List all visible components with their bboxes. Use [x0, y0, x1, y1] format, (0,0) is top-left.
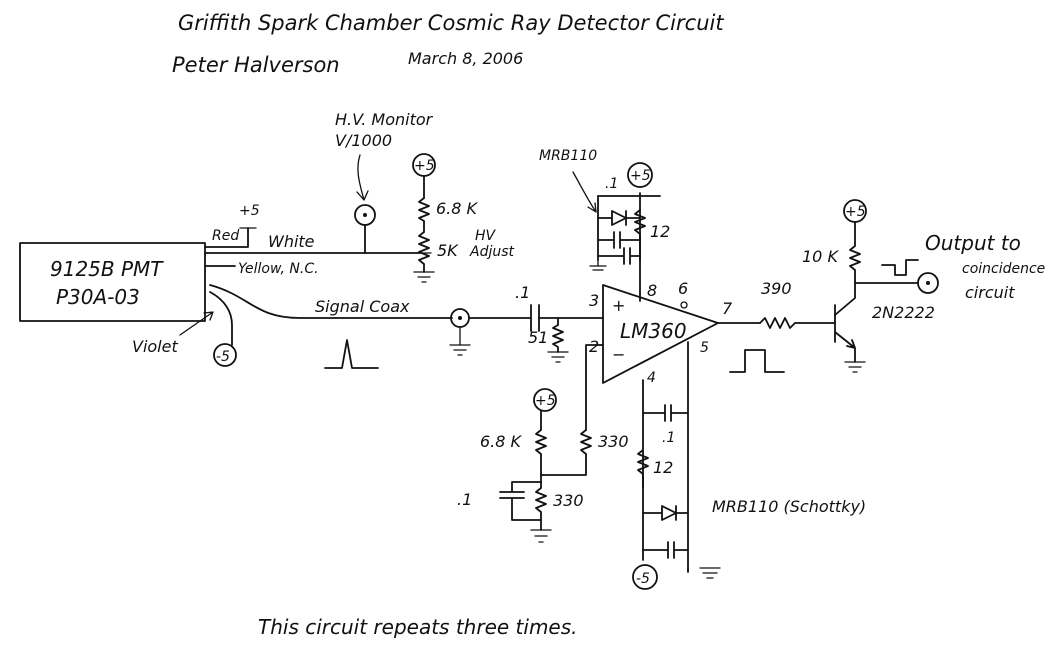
diode-bottom-label: MRB110 (Schottky)	[712, 497, 866, 516]
bottom-low-capacitor	[642, 541, 689, 559]
minus5-label-left: -5	[216, 349, 230, 365]
output-resistor-label: 390	[761, 279, 792, 298]
top-diode	[597, 210, 641, 226]
hv-monitor-arrow	[356, 154, 369, 201]
comparator-minus: −	[612, 345, 625, 364]
transistor-label: 2N2222	[872, 303, 935, 322]
hv-monitor-label-2: V/1000	[335, 131, 392, 150]
output-pulse-waveform	[729, 349, 785, 373]
plus5-terminal-bias	[533, 388, 557, 412]
pin-5-label: 5	[700, 340, 709, 356]
pin-7-label: 7	[722, 299, 733, 318]
diode-top-label: MRB110	[539, 148, 597, 164]
violet-wire	[209, 291, 233, 346]
top-decoupling-capacitor	[597, 231, 641, 249]
violet-arrow	[179, 311, 214, 336]
hv-resistor	[418, 197, 430, 233]
pin-6-label: 6	[678, 279, 688, 298]
bias-capacitor-label: .1	[457, 490, 472, 509]
transistor-collector	[834, 279, 856, 316]
collector-resistor-label: 10 K	[802, 247, 839, 266]
bottom-resistor-label: 12	[653, 458, 673, 477]
top-resistor-label: 12	[650, 222, 670, 241]
pin-2-label: 2	[589, 337, 599, 356]
top-ground	[589, 259, 607, 271]
minus5-terminal-bottom	[632, 564, 658, 590]
comparator-plus: +	[612, 296, 625, 315]
author-name: Peter Halverson	[172, 53, 340, 77]
coax-ground-symbol	[449, 327, 471, 356]
output-connector	[917, 272, 939, 294]
bias-ground	[530, 529, 552, 543]
input-capacitor-label: .1	[515, 283, 530, 302]
collector-resistor	[849, 221, 861, 281]
output-connector-core	[926, 281, 930, 285]
transistor-ground	[844, 361, 866, 373]
diode-top-arrow	[572, 171, 597, 213]
diagram-title: Griffith Spark Chamber Cosmic Ray Detect…	[178, 11, 724, 35]
transistor-emitter	[834, 331, 856, 363]
bottom-top-capacitor	[642, 404, 689, 422]
top-decoupling-resistor	[634, 209, 646, 261]
pin-3-label: 3	[589, 291, 599, 310]
hv-adjust-label-2: Adjust	[469, 244, 515, 260]
pot-value-label: 5K	[437, 241, 459, 260]
pin-6-dot	[680, 301, 688, 309]
signal-coax-label: Signal Coax	[315, 297, 410, 316]
top-cap-label: .1	[605, 176, 618, 192]
plus5-terminal-top	[627, 162, 653, 188]
input-resistor	[540, 429, 592, 476]
bottom-diode	[642, 505, 689, 521]
output-negative-pulse	[881, 259, 919, 276]
output-label-3: circuit	[965, 283, 1015, 302]
bias-capacitor	[499, 481, 542, 521]
signal-coax	[209, 284, 453, 319]
footer-note: This circuit repeats three times.	[258, 615, 578, 639]
hv-monitor-core	[363, 213, 367, 217]
bottom-ground	[687, 567, 721, 579]
violet-wire-label: Violet	[132, 337, 178, 356]
bias-bottom-resistor-label: 330	[553, 491, 584, 510]
hv-potentiometer	[418, 231, 430, 273]
comparator-name: LM360	[620, 319, 687, 343]
white-wire-label: White	[268, 232, 315, 251]
plus5-label-top: +5	[630, 168, 651, 184]
bias-top-resistor	[535, 410, 547, 476]
bottom-cap-label: .1	[662, 430, 675, 446]
output-label-2: coincidence	[962, 261, 1045, 277]
hv-monitor-label-1: H.V. Monitor	[335, 110, 434, 129]
plus5-label-bias: +5	[535, 393, 556, 409]
termination-resistor	[552, 317, 564, 353]
bottom-decoupling-resistor	[637, 449, 649, 489]
pin-8-label: 8	[647, 281, 657, 300]
pulse-waveform	[324, 339, 379, 369]
output-resistor	[759, 317, 836, 329]
minus5-terminal-left	[213, 343, 237, 367]
yellow-wire-label: Yellow, N.C.	[238, 261, 319, 277]
red-wire	[204, 227, 257, 248]
hv-adjust-label-1: HV	[475, 228, 497, 244]
bias-bottom-resistor	[535, 474, 547, 531]
bias-top-resistor-label: 6.8 K	[480, 432, 523, 451]
minus5-label-bottom: -5	[636, 571, 650, 587]
top-aux-capacitor	[597, 247, 641, 265]
output-label-1: Output to	[925, 231, 1021, 255]
pmt-box	[19, 242, 206, 322]
date-label: March 8, 2006	[408, 49, 523, 68]
plus5-label-collector: +5	[845, 204, 866, 220]
comparator-lm360	[602, 284, 719, 384]
pmt-label-2: P30A-03	[56, 285, 140, 309]
pmt-label-1: 9125B PMT	[50, 257, 164, 281]
coax-connector-core	[458, 316, 462, 320]
input-resistor-label: 330	[598, 432, 629, 451]
plus5-label-red: +5	[239, 203, 260, 219]
termination-label: 51	[528, 328, 548, 347]
hv-resistor-label: 6.8 K	[436, 199, 479, 218]
red-wire-label: Red	[212, 228, 239, 244]
plus5-label-hv: +5	[414, 158, 435, 174]
termination-ground	[547, 351, 569, 363]
pin-4-label: 4	[647, 370, 656, 386]
hv-ground	[413, 271, 435, 283]
